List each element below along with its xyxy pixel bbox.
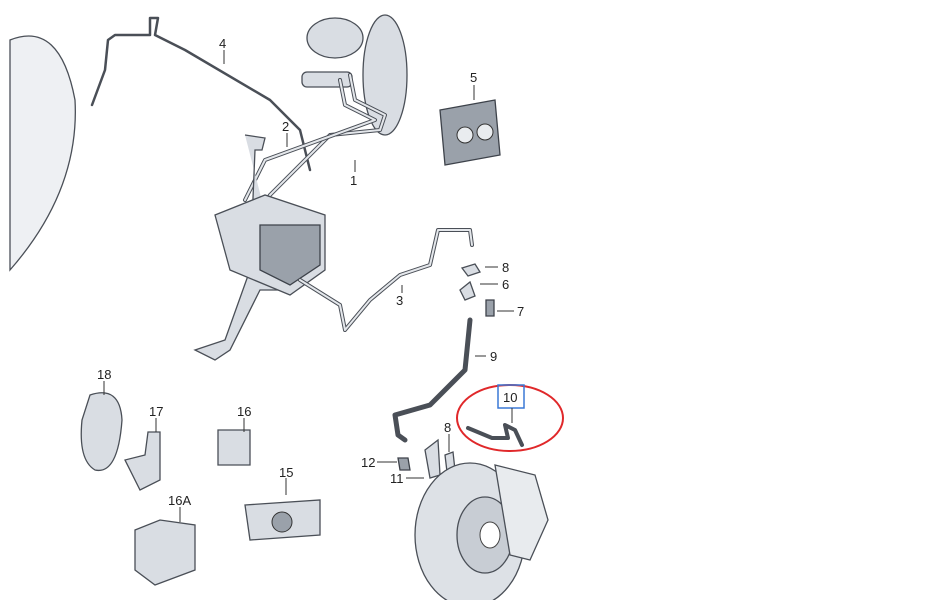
label-part-16a: 16A — [168, 493, 191, 508]
part-12-bolt[interactable] — [397, 457, 411, 471]
part-brake-booster[interactable] — [301, 14, 408, 136]
label-part-5: 5 — [470, 70, 477, 85]
abs-hydraulic-unit[interactable] — [193, 134, 326, 361]
label-part-2: 2 — [282, 119, 289, 134]
part-16-bushing[interactable] — [217, 429, 251, 466]
label-part-17: 17 — [149, 404, 163, 419]
label-part-8: 8 — [502, 260, 509, 275]
part-3-brake-line[interactable] — [298, 228, 474, 332]
wheel-arch-part — [9, 35, 76, 272]
part-16a-mount[interactable] — [134, 519, 196, 586]
label-part-6: 6 — [502, 277, 509, 292]
label-part-15: 15 — [279, 465, 293, 480]
part-10-brake-pipe[interactable] — [466, 423, 524, 447]
label-part-1: 1 — [350, 173, 357, 188]
part-9-brake-hose[interactable] — [392, 317, 473, 443]
label-part-10: 10 — [503, 390, 517, 405]
part-4-sensor-wire[interactable] — [90, 16, 312, 172]
label-part-8-lower: 8 — [444, 420, 451, 435]
part-18-cover[interactable] — [80, 392, 123, 472]
part-11-bracket[interactable] — [424, 438, 441, 479]
label-part-11: 11 — [390, 471, 404, 486]
label-part-18: 18 — [97, 367, 111, 382]
label-part-3: 3 — [396, 293, 403, 308]
highlight-box — [497, 384, 525, 409]
part-17-sensor-bracket[interactable] — [124, 431, 161, 491]
leader-lines — [103, 50, 514, 522]
part-8-clip[interactable] — [460, 263, 481, 277]
part-5-control-unit[interactable] — [439, 99, 501, 166]
label-part-4: 4 — [219, 36, 226, 51]
label-part-7: 7 — [517, 304, 524, 319]
label-part-16: 16 — [237, 404, 251, 419]
label-part-12: 12 — [361, 455, 375, 470]
label-part-9: 9 — [490, 349, 497, 364]
part-6-bracket[interactable] — [459, 280, 476, 301]
brake-disc[interactable] — [414, 462, 549, 600]
part-7-bolt[interactable] — [485, 299, 495, 317]
